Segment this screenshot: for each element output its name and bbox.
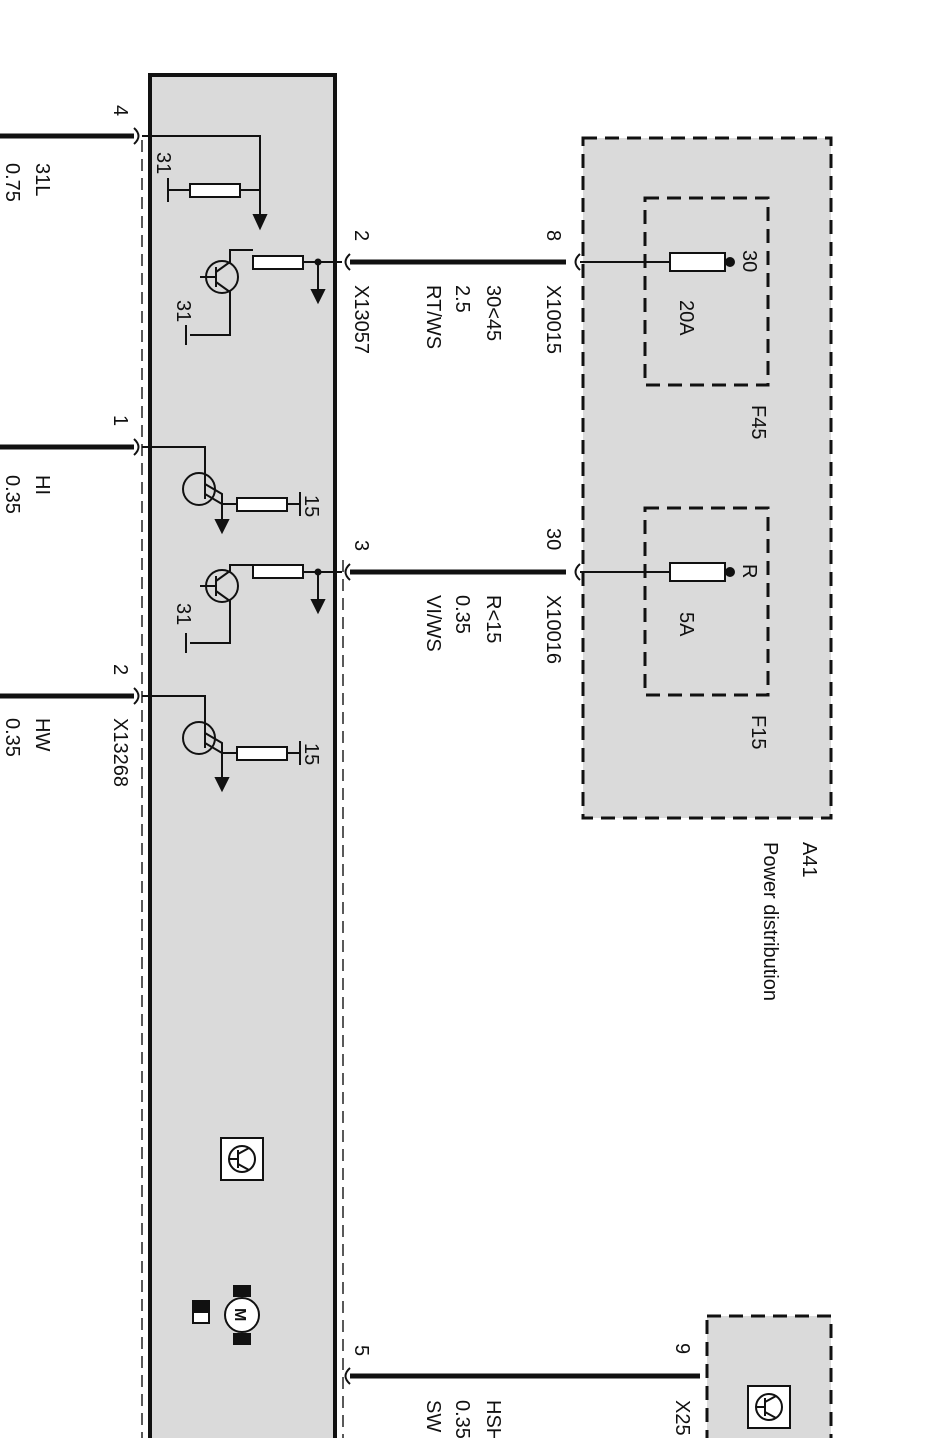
module-pin-3-right: 3	[350, 540, 372, 551]
wire-3-connector: X25	[671, 1400, 693, 1436]
module-pin-5-right: 5	[350, 1345, 372, 1356]
power-distribution-box	[580, 136, 833, 820]
wire-3-circuit: HSH	[482, 1400, 504, 1438]
wire-1-connector: X10015	[542, 285, 564, 354]
wire-HI-name: HI	[31, 475, 53, 495]
fuse-f15-id: F15	[747, 715, 769, 749]
pin-4-label: 4	[109, 105, 131, 116]
wire-HI-gauge: 0.35	[1, 475, 23, 514]
ground-31-label-2: 31	[172, 300, 194, 322]
transistor-box-icon	[220, 1137, 264, 1181]
fuse-f15-rating: 5A	[675, 612, 697, 637]
wire-2-connector: X10016	[542, 595, 564, 664]
wire-1-color: RT/WS	[422, 285, 444, 349]
ground-31-label-3: 31	[172, 603, 194, 625]
wire-31L-gauge: 0.75	[1, 163, 23, 202]
fuse-f15-terminal: R	[738, 564, 760, 578]
wire-3-color: SW	[422, 1400, 444, 1432]
fuse-f45-rating: 20A	[675, 300, 697, 336]
connector-X13268-label: X13268	[109, 718, 131, 787]
power-distribution-name: Power distribution	[759, 842, 781, 1001]
fuse-f45-id: F45	[747, 405, 769, 439]
pin-2-label: 2	[109, 664, 131, 675]
left-wires	[0, 133, 134, 699]
wire-1-pin: 8	[542, 230, 564, 241]
module-pin-2-right: 2	[350, 230, 372, 241]
ground-31-label-1: 31	[152, 152, 174, 174]
pin-1-label: 1	[109, 415, 131, 426]
fuse-f45-terminal: 30	[738, 250, 760, 272]
wire-HW-gauge: 0.35	[1, 718, 23, 757]
motor-icon: M	[192, 1285, 260, 1345]
wire-31L-name: 31L	[31, 163, 53, 196]
right-wires	[350, 259, 700, 1379]
power-distribution-id: A41	[798, 842, 820, 878]
lower-component-box	[705, 1314, 833, 1438]
fuse-f15-element	[669, 562, 726, 582]
wire-2-color: VI/WS	[422, 595, 444, 652]
wire-1-gauge: 2.5	[451, 285, 473, 313]
fuse-f45-element	[669, 252, 726, 272]
wire-2-circuit: R<15	[482, 595, 504, 643]
wire-3-pin: 9	[671, 1343, 693, 1354]
internal-circuit	[142, 135, 342, 793]
wire-1-circuit: 30<45	[482, 285, 504, 341]
supply-15-label-1: 15	[300, 495, 322, 517]
wire-2-gauge: 0.35	[451, 595, 473, 634]
transistor-box-icon-2	[747, 1385, 791, 1429]
left-pin-markers	[133, 127, 140, 705]
wire-3-gauge: 0.35	[451, 1400, 473, 1438]
connector-X13057-label: X13057	[350, 285, 372, 354]
supply-15-label-2: 15	[300, 743, 322, 765]
wire-HW-name: HW	[31, 718, 53, 751]
wire-2-pin: 30	[542, 528, 564, 550]
svg-text:M: M	[231, 1308, 248, 1321]
